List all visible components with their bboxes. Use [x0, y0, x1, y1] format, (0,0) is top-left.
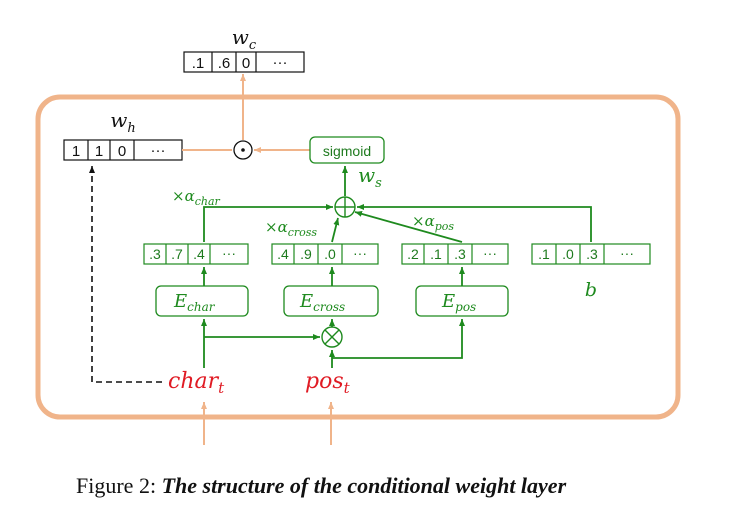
- vector-char: .3 .7 .4 ···: [143, 243, 249, 265]
- wc-vector: .1 .6 0 ···: [183, 51, 305, 73]
- vector-char-cell: .7: [171, 246, 183, 262]
- outer-layer-box: [35, 94, 681, 420]
- arrow-char-to-sum: [203, 204, 333, 242]
- vector-cross-cell: .9: [300, 246, 312, 262]
- vector-cross-cell: .4: [277, 246, 289, 262]
- e-char-label: Echar: [173, 291, 216, 314]
- wc-label: wc: [232, 25, 257, 53]
- vector-pos: .2 .1 .3 ···: [401, 243, 509, 265]
- figure-caption: Figure 2: The structure of the condition…: [76, 473, 567, 498]
- b-label: b: [585, 279, 597, 301]
- vector-pos-cell: ···: [483, 245, 497, 261]
- alpha-pos-label: ×αpos: [412, 212, 454, 233]
- e-char-box: [155, 285, 249, 317]
- vector-pos-cell: .3: [454, 246, 466, 262]
- wh-cell: 0: [118, 143, 126, 160]
- e-pos-label: Epos: [441, 291, 476, 314]
- vector-b-cell: .1: [538, 246, 550, 262]
- vector-b-cell: .0: [562, 246, 574, 262]
- ws-label: ws: [358, 163, 382, 191]
- vector-b: .1 .0 .3 ···: [531, 243, 651, 265]
- wc-cell: .1: [192, 55, 205, 72]
- arrow-pos-to-sum: [354, 211, 463, 243]
- wh-label: wh: [110, 108, 136, 136]
- vector-pos-cell: .1: [430, 246, 442, 262]
- line-pos-to-epos: [332, 319, 465, 359]
- vector-cross: .4 .9 .0 ···: [271, 243, 379, 265]
- sigmoid-box: [309, 136, 385, 164]
- e-cross-box: [283, 285, 379, 317]
- wc-cell: ···: [273, 54, 288, 71]
- wh-vector: 1 1 0 ···: [63, 139, 183, 161]
- vector-b-cell: ···: [620, 245, 634, 261]
- char-t-label: chart: [168, 369, 225, 397]
- vector-char-cell: .4: [193, 246, 205, 262]
- wh-cell: ···: [151, 142, 166, 159]
- alpha-char-label: ×αchar: [172, 187, 221, 208]
- sigmoid-label: sigmoid: [323, 143, 371, 159]
- wh-cell: 1: [72, 143, 80, 160]
- wh-cell: 1: [95, 143, 103, 160]
- alpha-cross-label: ×αcross: [265, 218, 317, 239]
- vector-char-cell: .3: [149, 246, 161, 262]
- pos-t-label: post: [305, 369, 351, 397]
- wc-cell: 0: [242, 55, 250, 72]
- dashed-char-to-wh: [89, 166, 162, 383]
- hadamard-dot: [241, 148, 245, 152]
- wc-cell: .6: [218, 55, 231, 72]
- vector-cross-cell: ···: [353, 245, 367, 261]
- vector-cross-cell: .0: [324, 246, 336, 262]
- e-cross-label: Ecross: [299, 291, 345, 314]
- vector-pos-cell: .2: [407, 246, 419, 262]
- arrow-cross-to-sum: [331, 217, 340, 243]
- vector-char-cell: ···: [222, 245, 236, 261]
- vector-b-cell: .3: [586, 246, 598, 262]
- arrow-b-to-sum: [357, 204, 592, 242]
